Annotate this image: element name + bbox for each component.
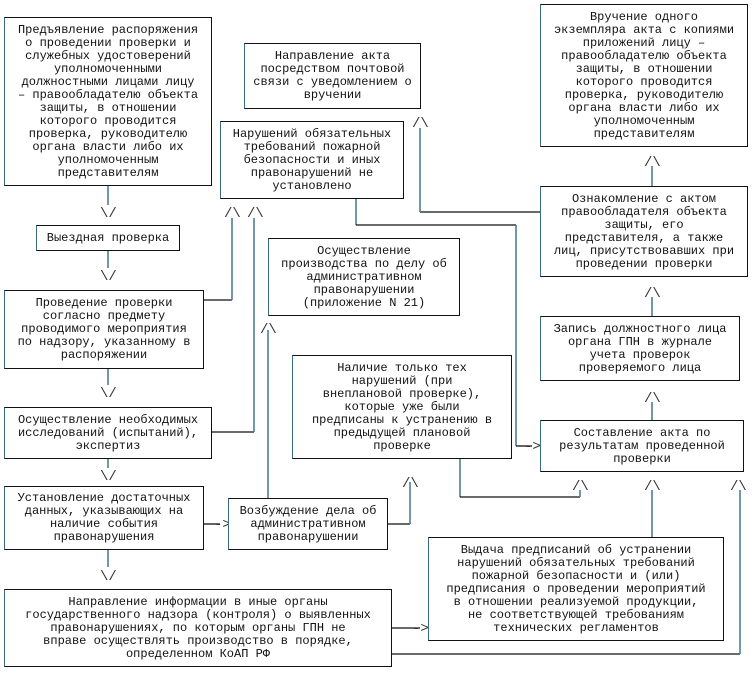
arrow-right-icon: -> — [412, 621, 429, 637]
box-familiarization: Ознакомление с актом правообладателя объ… — [540, 186, 748, 277]
box-field-check: Выездная проверка — [36, 225, 180, 251]
arrow-up-icon: /\ — [644, 286, 661, 302]
box-research: Осуществление необходимых исследований (… — [4, 407, 212, 459]
box-mail-act: Направление акта посредством почтовой св… — [244, 43, 421, 109]
arrow-up-icon: /\ — [572, 479, 589, 495]
box-no-violations: Нарушений обязательных требований пожарн… — [220, 121, 404, 199]
arrow-down-icon: \/ — [100, 269, 117, 285]
box-act-drawing: Составление акта по результатам проведен… — [540, 420, 744, 472]
arrow-down-icon: \/ — [100, 386, 117, 402]
arrow-right-icon: -> — [214, 517, 231, 533]
arrow-down-icon: \/ — [100, 206, 117, 222]
arrow-down-icon: \/ — [100, 569, 117, 585]
arrow-up-icon: /\ — [644, 479, 661, 495]
arrow-up-icon: /\ — [644, 155, 661, 171]
box-prescriptions: Выдача предписаний об устранении нарушен… — [428, 537, 724, 641]
arrow-up-icon: /\ — [402, 476, 419, 492]
arrow-up-icon: /\ — [412, 116, 429, 132]
arrow-up-icon: /\ — [224, 206, 241, 222]
box-journal-record: Запись должностного лица органа ГПН в жу… — [540, 316, 740, 381]
arrow-down-icon: \/ — [100, 469, 117, 485]
arrow-up-icon: /\ — [247, 206, 264, 222]
box-info-other-bodies: Направление информации в иные органы гос… — [4, 589, 392, 667]
box-case-initiation: Возбуждение дела об административном пра… — [228, 498, 388, 550]
box-admin-proceedings: Осуществление производства по делу об ад… — [268, 238, 460, 316]
box-order-presentation: Предъявление распоряжения о проведении п… — [4, 17, 212, 186]
arrow-up-icon: /\ — [260, 322, 277, 338]
arrow-right-icon: -> — [524, 439, 541, 455]
box-hand-over: Вручение одного экземпляра акта с копиям… — [540, 4, 748, 147]
box-only-prior-violations: Наличие только тех нарушений (при внепла… — [292, 355, 512, 459]
box-conducting-check: Проведение проверки согласно предмету пр… — [4, 290, 204, 369]
arrow-up-icon: /\ — [730, 479, 747, 495]
arrow-up-icon: /\ — [644, 391, 661, 407]
box-sufficient-data: Установление достаточных данных, указыва… — [4, 486, 204, 550]
